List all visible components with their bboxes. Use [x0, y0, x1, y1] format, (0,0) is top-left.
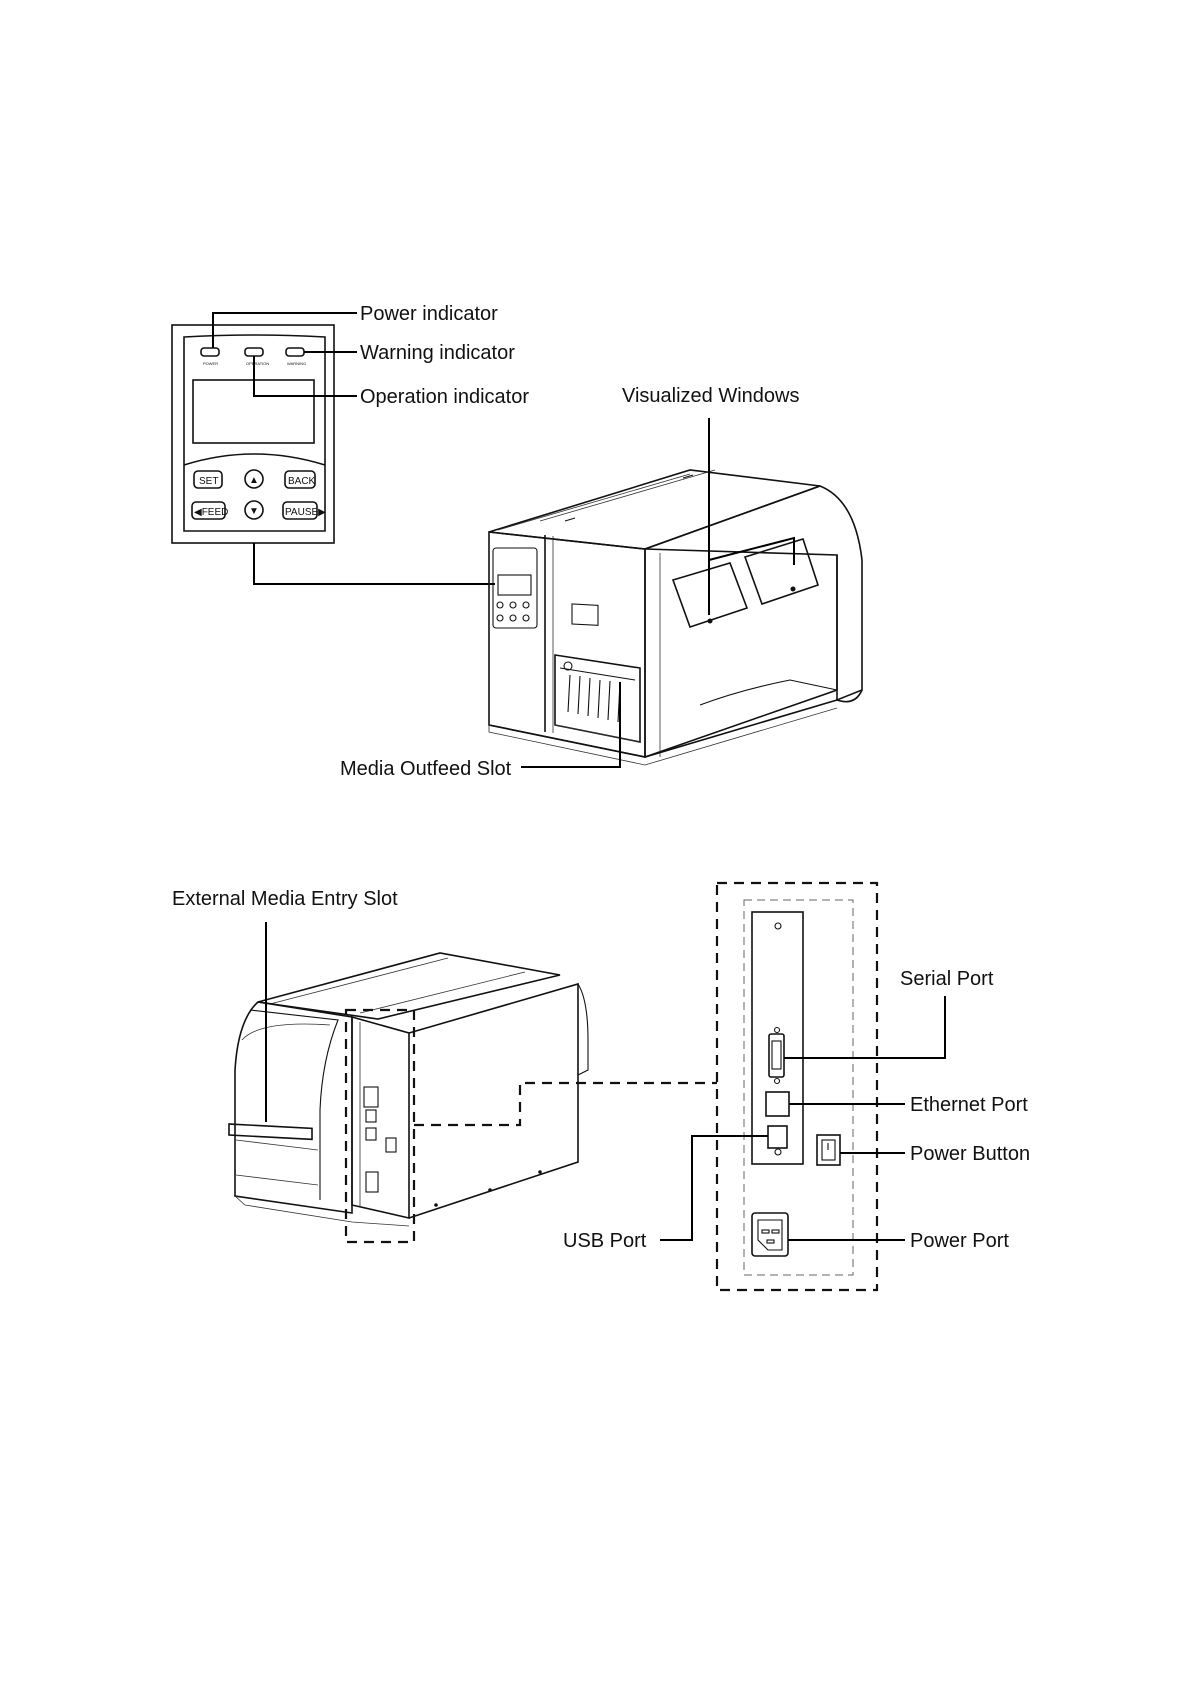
- printer-rear-view: [229, 953, 588, 1226]
- serial-port-icon: [769, 1028, 784, 1084]
- outfeed-slot-vents: [568, 675, 620, 722]
- power-indicator-leader: [213, 313, 357, 348]
- power-switch-icon: [817, 1135, 840, 1165]
- svg-text:◀FEED: ◀FEED: [194, 507, 228, 518]
- back-button: BACK: [285, 471, 316, 488]
- operation-led: [245, 348, 263, 356]
- visualized-windows-label: Visualized Windows: [622, 385, 800, 407]
- svg-text:▲: ▲: [249, 475, 259, 486]
- power-port-label: Power Port: [910, 1230, 1009, 1252]
- power-indicator-label: Power indicator: [360, 303, 498, 325]
- visualized-windows-leader: [709, 418, 794, 615]
- power-port-icon: [752, 1213, 788, 1256]
- operation-led-label: OPERATION: [246, 361, 269, 366]
- svg-text:PAUSE▶: PAUSE▶: [285, 507, 326, 518]
- feed-button: ◀FEED: [192, 502, 228, 519]
- rear-panel-zoom: [717, 883, 877, 1290]
- usb-port-icon: [768, 1126, 787, 1148]
- printer-front-view: [489, 470, 862, 765]
- serial-port-label: Serial Port: [900, 968, 994, 990]
- down-arrow-button: ▼: [245, 501, 263, 519]
- media-outfeed-leader: [521, 682, 620, 767]
- panel-to-printer-leader: [254, 543, 495, 584]
- power-button-label: Power Button: [910, 1143, 1030, 1165]
- warning-indicator-label: Warning indicator: [360, 342, 515, 364]
- rear-panel-highlight: [346, 1010, 414, 1242]
- external-entry-slot: [229, 1124, 312, 1139]
- usb-port-label: USB Port: [563, 1230, 647, 1252]
- svg-text:▼: ▼: [249, 506, 259, 517]
- svg-text:SET: SET: [199, 476, 218, 487]
- ethernet-port-label: Ethernet Port: [910, 1094, 1028, 1116]
- warning-led: [286, 348, 304, 356]
- up-arrow-button: ▲: [245, 470, 263, 488]
- warning-led-label: WARNING: [287, 361, 306, 366]
- external-media-entry-slot-label: External Media Entry Slot: [172, 888, 398, 910]
- operation-indicator-label: Operation indicator: [360, 386, 529, 408]
- power-led: [201, 348, 219, 356]
- ethernet-port-icon: [766, 1092, 789, 1116]
- set-button: SET: [194, 471, 222, 488]
- svg-text:BACK: BACK: [288, 476, 316, 487]
- serial-port-leader: [784, 996, 945, 1058]
- media-outfeed-slot-label: Media Outfeed Slot: [340, 758, 512, 780]
- pause-button: PAUSE▶: [283, 502, 326, 519]
- rear-panel-connector: [414, 1083, 717, 1125]
- power-led-label: POWER: [203, 361, 218, 366]
